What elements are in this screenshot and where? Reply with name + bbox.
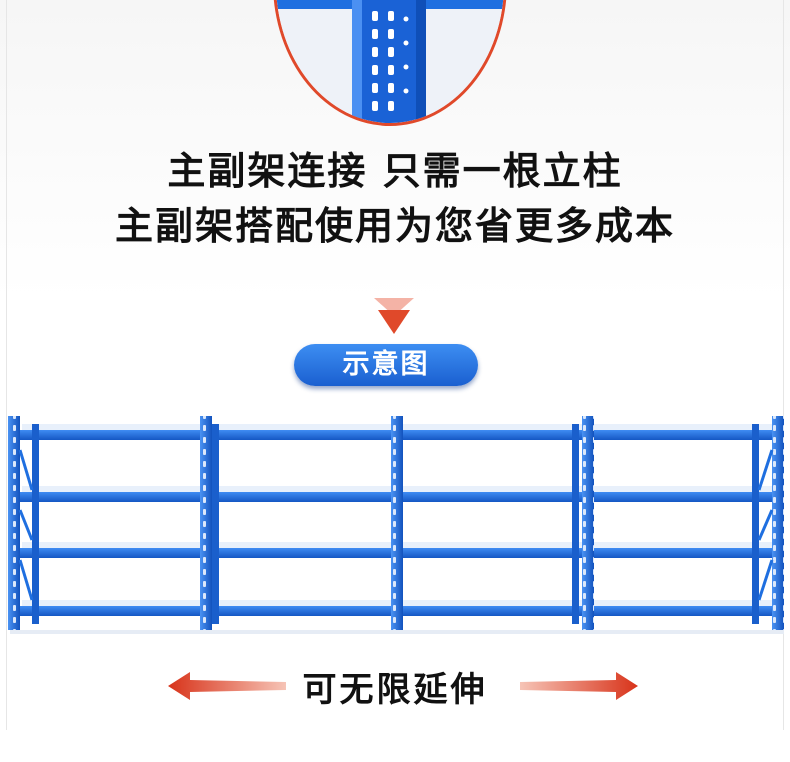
shelving-rack-illustration: [8, 416, 784, 634]
arrow-left-icon: [168, 672, 286, 700]
column-closeup-circle: [273, 0, 507, 126]
headline-line-2: 主副架搭配使用为您省更多成本: [114, 204, 675, 248]
left-divider: [6, 0, 7, 730]
headline-line-1: 主副架连接 只需一根立柱: [167, 149, 623, 193]
infinite-extension-caption: 可无限延伸: [302, 670, 488, 710]
double-chevron-down-icon: [374, 298, 414, 334]
diagram-badge: 示意图: [294, 344, 478, 386]
arrow-right-icon: [520, 672, 638, 700]
bottom-margin: [0, 730, 790, 762]
right-divider: [783, 0, 784, 730]
column-closeup-image: [276, 0, 504, 123]
